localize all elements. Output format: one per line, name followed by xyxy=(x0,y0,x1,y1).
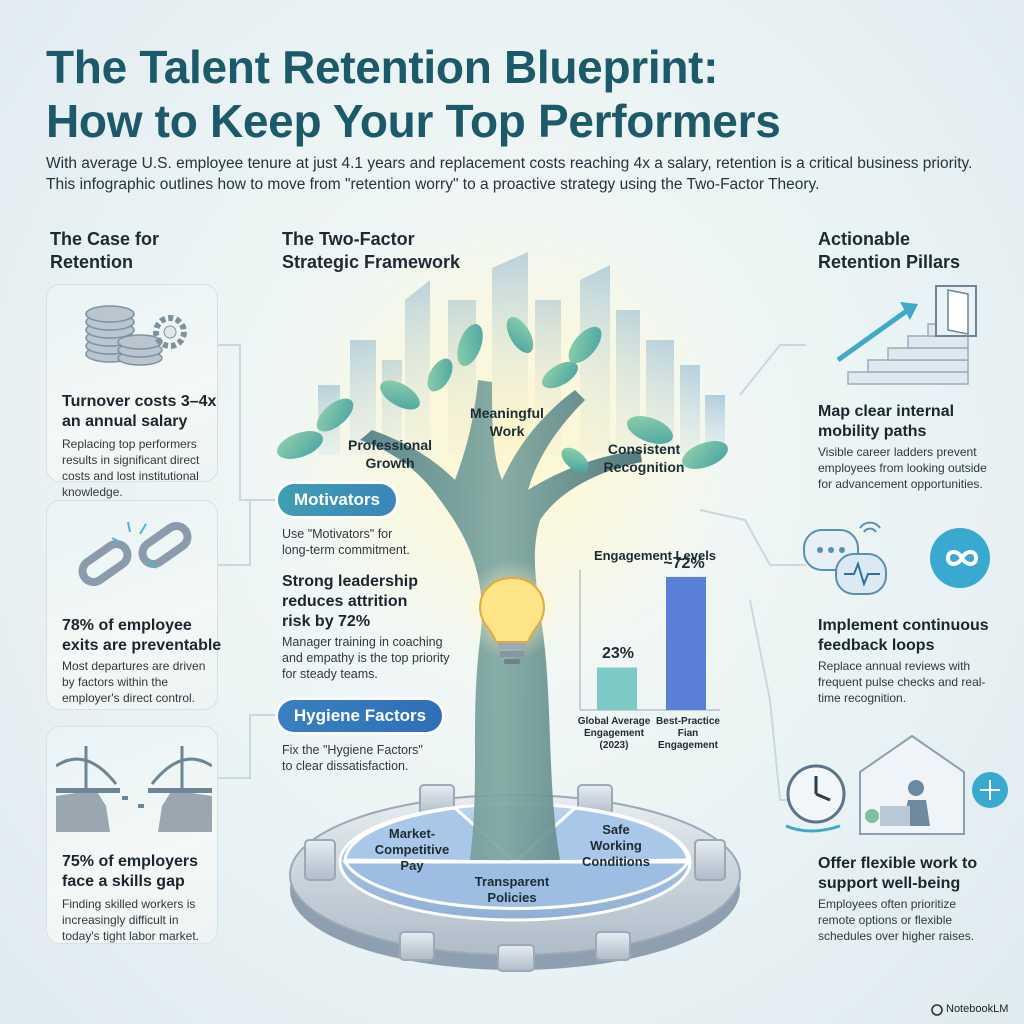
leadership-body: Manager training in coaching and empathy… xyxy=(282,635,450,681)
case-card-preventable-title: 78% of employee exits are preventable xyxy=(62,617,222,654)
motivators-text: Use "Motivators" for long-term commitmen… xyxy=(282,527,410,557)
case-card-skills-title: 75% of employers face a skills gap xyxy=(62,853,199,890)
title-line-1: The Talent Retention Blueprint: xyxy=(46,41,719,93)
pillar-mobility-body: Visible career ladders prevent employees… xyxy=(818,445,987,491)
right-heading: Actionable Retention Pillars xyxy=(818,229,961,272)
case-card-skills xyxy=(46,726,218,944)
lightbulb-icon xyxy=(462,560,562,664)
stairs-door-icon xyxy=(836,285,977,385)
case-card-turnover-title: Turnover costs 3–4x an annual salary xyxy=(62,393,217,430)
coins-gear-icon xyxy=(85,305,187,366)
bar-value-global: 23% xyxy=(601,645,635,663)
branch-professional-growth: Professional Growth xyxy=(347,437,433,471)
hygiene-text: Fix the "Hygiene Factors" to clear dissa… xyxy=(282,743,423,773)
leadership-title: Strong leadership reduces attrition risk… xyxy=(282,573,419,630)
branch-meaningful-work: Meaningful Work xyxy=(470,405,544,439)
motivators-pill: Motivators xyxy=(278,484,396,516)
connector-lines xyxy=(218,344,806,801)
case-card-skills-body: Finding skilled workers is increasingly … xyxy=(62,897,200,943)
bar-label-best-practice: Best-Practice Fian Engagement xyxy=(656,716,720,751)
left-heading: The Case for Retention xyxy=(50,229,160,272)
notebooklm-logo-icon xyxy=(931,1004,943,1016)
hygiene-factors-pill: Hygiene Factors xyxy=(278,700,442,732)
broken-bridge-icon xyxy=(56,746,212,832)
pillar-feedback-title: Implement continuous feedback loops xyxy=(818,617,989,654)
gear-segment-policies: Transparent Policies xyxy=(474,874,550,905)
tree-leaves xyxy=(277,316,728,473)
pillar-feedback-body: Replace annual reviews with frequent pul… xyxy=(818,659,986,705)
gear-segment-pay: Market- Competitive Pay xyxy=(374,826,450,873)
bar-1 xyxy=(666,576,706,710)
chart-title: Engagement Levels xyxy=(593,548,717,563)
engagement-bars xyxy=(597,576,706,710)
pillar-flexible-body: Employees often prioritize remote option… xyxy=(818,897,975,943)
center-heading: The Two-Factor Strategic Framework xyxy=(282,229,461,272)
case-card-turnover-body: Replacing top performers results in sign… xyxy=(62,437,200,499)
intro-paragraph: With average U.S. employee tenure at jus… xyxy=(46,155,973,193)
brand-footer: NotebookLM xyxy=(946,1003,1009,1015)
branch-consistent-recognition: Consistent Recognition xyxy=(603,441,685,475)
pillar-mobility-title: Map clear internal mobility paths xyxy=(818,403,955,440)
remote-work-icon xyxy=(785,734,1008,835)
bar-value-best-practice: ~72% xyxy=(663,554,705,572)
page-title: The Talent Retention Blueprint: How to K… xyxy=(46,40,986,148)
gear-base xyxy=(289,784,741,972)
bar-0 xyxy=(597,667,637,710)
pillar-flexible-title: Offer flexible work to support well-bein… xyxy=(818,855,978,892)
feedback-loop-icon xyxy=(803,521,990,595)
gear-segment-safe: Safe Working Conditions xyxy=(582,822,650,869)
case-card-preventable-body: Most departures are driven by factors wi… xyxy=(62,659,206,705)
title-line-2: How to Keep Your Top Performers xyxy=(46,95,781,147)
broken-chain-icon xyxy=(78,521,192,587)
bar-label-global: Global Average Engagement (2023) xyxy=(577,716,651,751)
